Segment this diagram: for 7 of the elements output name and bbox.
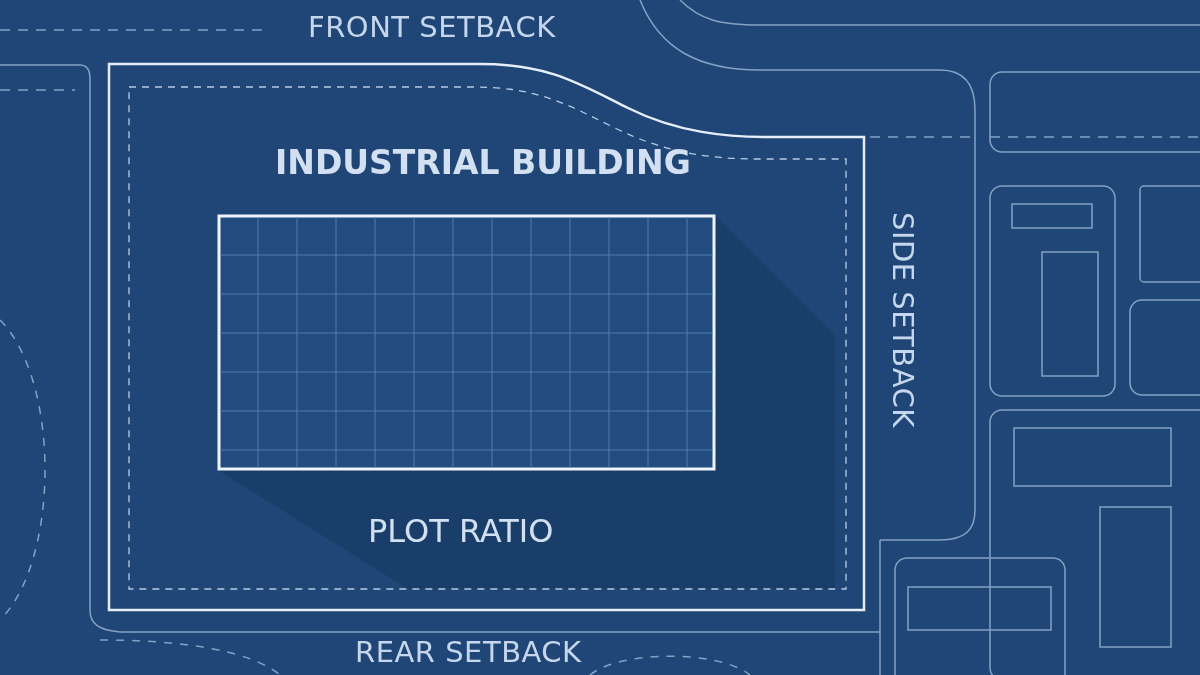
- building-footprint: [218, 215, 715, 470]
- building-title: INDUSTRIAL BUILDING: [275, 146, 691, 179]
- plot-ratio-label: PLOT RATIO: [368, 515, 554, 547]
- setback-label: REAR SETBACK: [355, 638, 582, 667]
- setback-label: FRONT SETBACK: [308, 13, 556, 42]
- setback-label: SIDE SETBACK: [888, 212, 917, 428]
- plot-boundary: [108, 63, 866, 611]
